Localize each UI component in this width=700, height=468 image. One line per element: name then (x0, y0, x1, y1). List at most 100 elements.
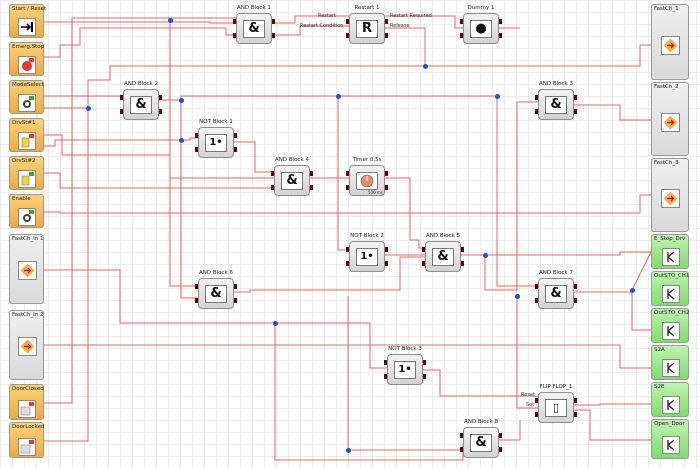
block-pin[interactable] (195, 147, 198, 152)
not-block-1[interactable]: 1• (198, 127, 234, 158)
block-pin[interactable] (195, 298, 198, 303)
and-block-6[interactable]: & (198, 278, 234, 309)
block-pin[interactable] (384, 374, 387, 379)
block-pin[interactable] (385, 19, 388, 24)
not-block-2[interactable]: 1• (349, 241, 385, 272)
output-fastch-1[interactable]: FastCh_1 (651, 4, 689, 80)
block-pin[interactable] (233, 19, 236, 24)
input-fastch-in-1[interactable]: FastCh_In 1 (9, 234, 44, 304)
output-open-door[interactable]: Open_Door (651, 419, 689, 459)
output-s2e[interactable]: S2E (651, 382, 689, 417)
block-pin[interactable] (574, 95, 577, 100)
wire (631, 251, 652, 291)
input-door-locked[interactable]: DoorLocked (9, 422, 44, 458)
block-pin[interactable] (346, 261, 349, 266)
block-pin[interactable] (120, 109, 123, 114)
and-block-8[interactable]: & (463, 427, 499, 458)
block-pin[interactable] (310, 185, 313, 190)
block-pin[interactable] (385, 171, 388, 176)
block-pin[interactable] (460, 447, 463, 452)
block-pin[interactable] (499, 447, 502, 452)
block-pin[interactable] (234, 133, 237, 138)
block-pin[interactable] (385, 185, 388, 190)
block-pin[interactable] (346, 33, 349, 38)
and-block-2[interactable]: & (123, 89, 159, 120)
block-pin[interactable] (535, 95, 538, 100)
block-pin[interactable] (346, 19, 349, 24)
block-pin[interactable] (234, 284, 237, 289)
and-block-4[interactable]: & (274, 165, 310, 196)
block-pin[interactable] (460, 433, 463, 438)
block-pin[interactable] (234, 298, 237, 303)
block-pin[interactable] (535, 284, 538, 289)
output-s2a[interactable]: S2A (651, 345, 689, 380)
dummy-block[interactable]: ● (463, 13, 499, 44)
block-pin[interactable] (535, 398, 538, 403)
block-pin[interactable] (535, 412, 538, 417)
input-drvst-1[interactable]: DrvSt#1 (9, 118, 44, 152)
block-pin[interactable] (574, 284, 577, 289)
block-pin[interactable] (159, 95, 162, 100)
block-pin[interactable] (159, 109, 162, 114)
output-e-stop-drv[interactable]: E_Stop_Drv (651, 234, 689, 269)
block-pin[interactable] (385, 33, 388, 38)
block-pin[interactable] (346, 247, 349, 252)
block-pin[interactable] (422, 261, 425, 266)
input-enable[interactable]: Enable (9, 194, 44, 228)
port-label: Set (526, 402, 535, 408)
block-pin[interactable] (461, 261, 464, 266)
block-pin[interactable] (423, 374, 426, 379)
input-door-closed[interactable]: DoorClosed (9, 384, 44, 420)
block-pin[interactable] (272, 19, 275, 24)
input-mode-select[interactable]: ModeSelect (9, 80, 44, 114)
and-block-5[interactable]: & (425, 241, 461, 272)
input-start-reset[interactable]: Start / Reset (9, 4, 46, 38)
block-pin[interactable] (384, 360, 387, 365)
block-pin[interactable] (385, 247, 388, 252)
block-pin[interactable] (499, 433, 502, 438)
input-label: DrvSt#2 (12, 158, 36, 164)
block-pin[interactable] (461, 247, 464, 252)
output-fastch-3[interactable]: FastCh_3 (651, 158, 689, 232)
output-outsto-ch2[interactable]: OutSTO_CH2 (651, 308, 689, 343)
block-pin[interactable] (271, 171, 274, 176)
block-pin[interactable] (574, 109, 577, 114)
block-pin[interactable] (272, 33, 275, 38)
block-pin[interactable] (499, 19, 502, 24)
input-drvst-2[interactable]: DrvSt#2 (9, 156, 44, 190)
block-pin[interactable] (120, 95, 123, 100)
block-pin[interactable] (233, 33, 236, 38)
wire-junction (178, 137, 184, 143)
timer-block[interactable]: 500 ms (349, 165, 385, 196)
block-pin[interactable] (346, 185, 349, 190)
and-block-7[interactable]: & (538, 278, 574, 309)
block-pin[interactable] (574, 398, 577, 403)
not-block-3[interactable]: 1• (387, 354, 423, 385)
block-pin[interactable] (423, 360, 426, 365)
flip-flop-block[interactable]: ▯ (538, 392, 574, 423)
block-pin[interactable] (535, 298, 538, 303)
block-pin[interactable] (195, 133, 198, 138)
block-pin[interactable] (574, 298, 577, 303)
block-pin[interactable] (310, 171, 313, 176)
block-pin[interactable] (535, 109, 538, 114)
wire-junction (335, 93, 341, 99)
block-pin[interactable] (574, 412, 577, 417)
block-pin[interactable] (385, 261, 388, 266)
input-fastch-in-2[interactable]: FastCh_In 2 (9, 310, 44, 380)
block-pin[interactable] (234, 147, 237, 152)
output-fastch-2[interactable]: FastCh_2 (651, 82, 689, 156)
block-pin[interactable] (346, 171, 349, 176)
and-block-1[interactable]: & (236, 13, 272, 44)
block-pin[interactable] (499, 33, 502, 38)
block-pin[interactable] (422, 247, 425, 252)
and-block-3[interactable]: & (538, 89, 574, 120)
output-outsto-ch1[interactable]: OutSTO_CH1 (651, 271, 689, 306)
block-pin[interactable] (460, 33, 463, 38)
block-pin[interactable] (271, 185, 274, 190)
input-emerg-stop[interactable]: Emerg.Stop (9, 42, 44, 76)
block-pin[interactable] (195, 284, 198, 289)
block-pin[interactable] (460, 19, 463, 24)
restart-block[interactable]: R (349, 13, 385, 44)
